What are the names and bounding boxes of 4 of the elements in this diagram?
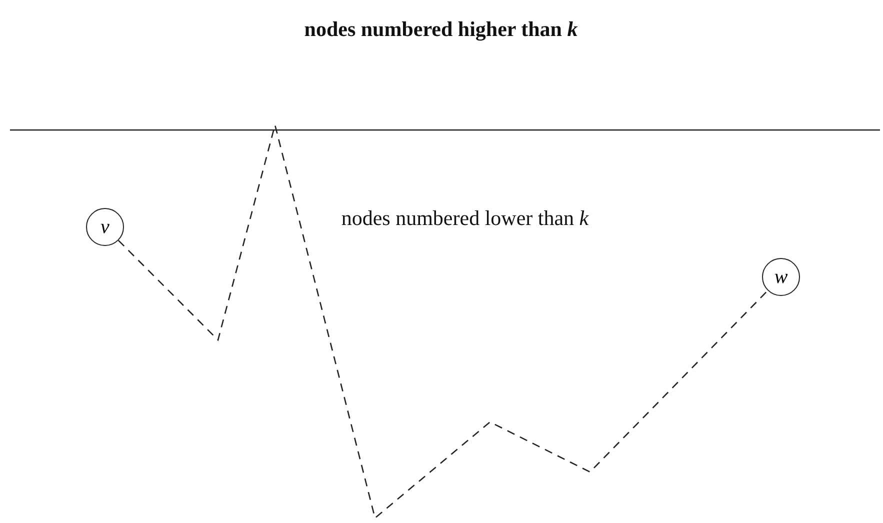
- region-label: nodes numbered lower than k: [340, 205, 590, 232]
- region-label: nodes numbered higher than k: [303, 16, 579, 43]
- node-circle: w: [762, 258, 800, 296]
- node-circle: v: [86, 208, 124, 246]
